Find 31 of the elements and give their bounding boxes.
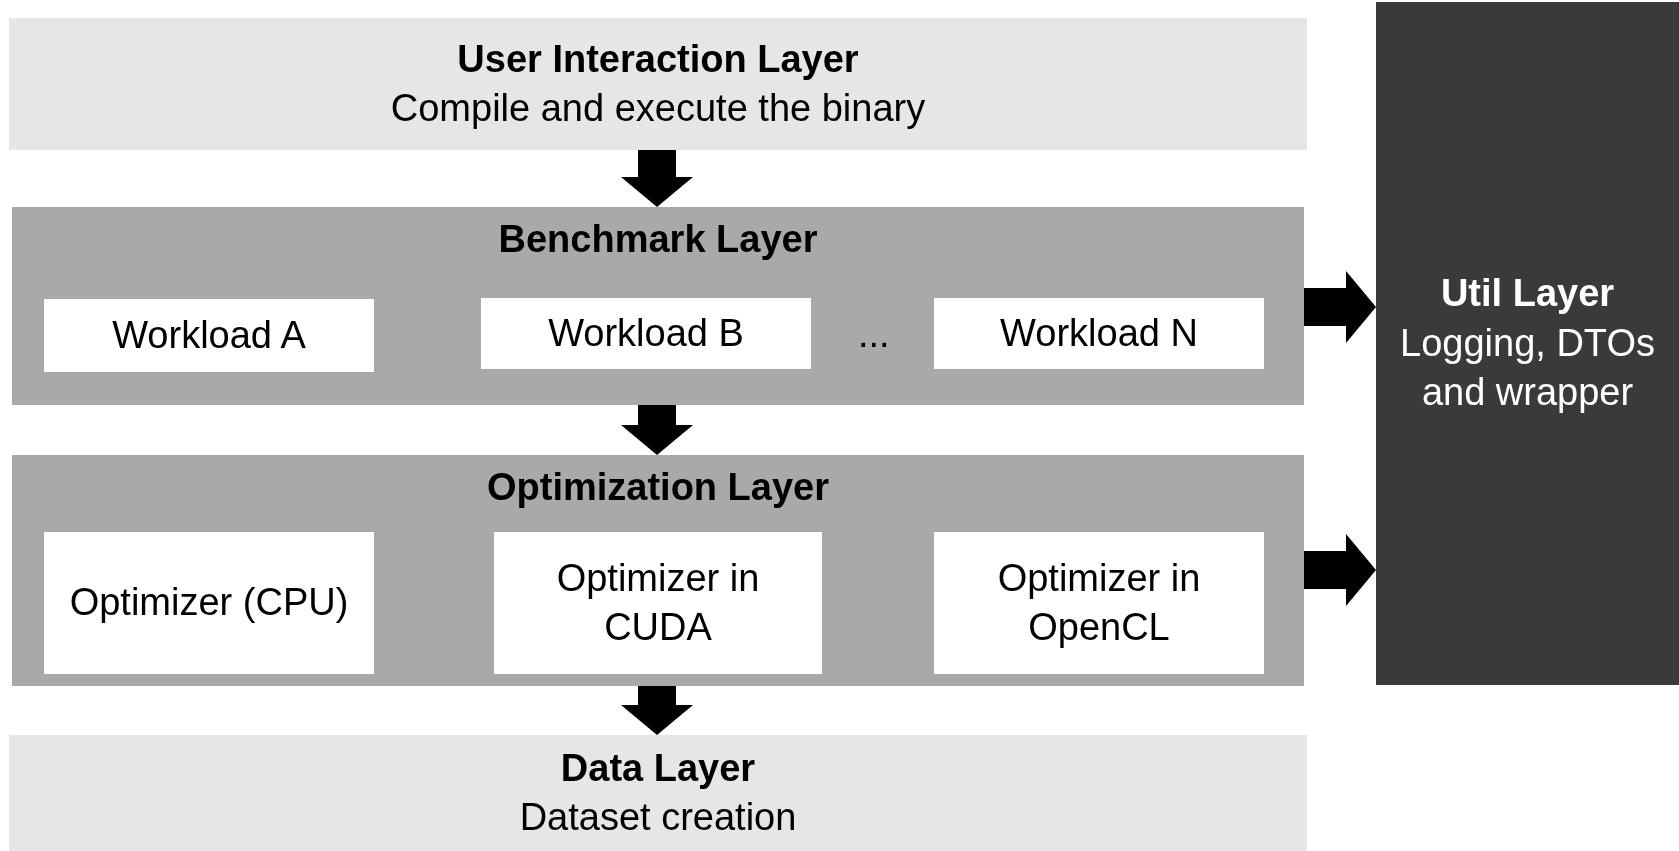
layer-panel [12, 207, 1304, 405]
block-arrow [621, 405, 693, 455]
layer-text: Optimizer in CUDA [555, 555, 761, 650]
layer-title: User Interaction Layer [456, 36, 860, 82]
block-arrow [1304, 271, 1376, 343]
layer-text: Dataset creation [518, 795, 798, 840]
component-box [934, 532, 1264, 674]
layer-title: Benchmark Layer [497, 217, 819, 262]
layer-title: Optimization Layer [485, 465, 831, 510]
layer-text: Optimizer (CPU) [68, 580, 350, 626]
component-box [494, 532, 822, 674]
layer-band [9, 735, 1307, 851]
layer-title: Data Layer [559, 745, 757, 791]
layer-band [9, 18, 1307, 150]
layer-text: Compile and execute the binary [389, 86, 927, 131]
component-box [44, 299, 374, 372]
block-arrow [1304, 534, 1376, 606]
component-box [934, 298, 1264, 369]
component-box [44, 532, 374, 674]
layer-text: Logging, DTOs and wrapper [1399, 320, 1656, 416]
layer-text: Workload N [999, 310, 1199, 356]
component-box [481, 298, 811, 369]
block-arrow [621, 150, 693, 207]
side-panel [1376, 2, 1679, 685]
layer-text: Workload B [547, 310, 745, 356]
layer-panel [12, 455, 1304, 686]
block-arrow [621, 686, 693, 735]
ellipsis-text: ... [858, 312, 890, 357]
layer-title: Util Layer [1439, 271, 1616, 317]
layer-text: Workload A [111, 312, 307, 358]
layer-text: Optimizer in OpenCL [996, 555, 1202, 650]
